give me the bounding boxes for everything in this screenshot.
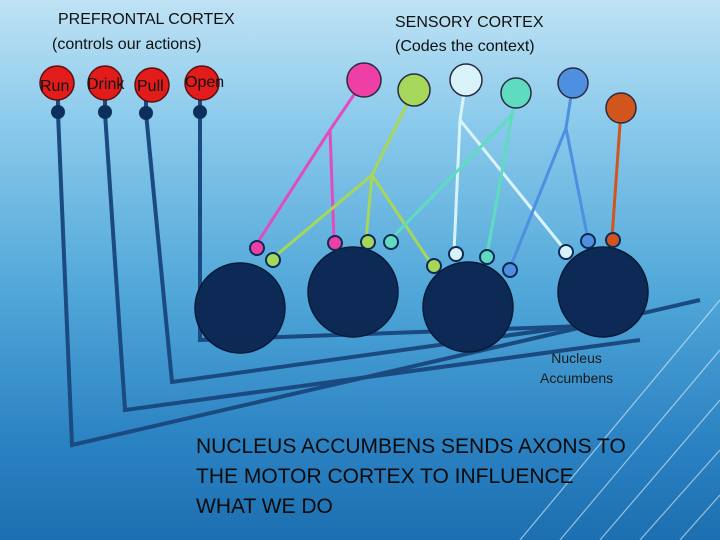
nucleus-neuron-1 [194, 262, 286, 354]
open-neuron [184, 65, 220, 101]
streak-line [679, 494, 720, 540]
axon-drink [103, 112, 641, 413]
axon-green [364, 174, 374, 241]
action-label-pull: Pull [137, 78, 164, 95]
action-label-run: Run [40, 78, 69, 95]
action-neurons [39, 65, 220, 120]
nucleus-accumbens-neurons [194, 246, 649, 354]
nucleus-label-line: Accumbens [540, 370, 614, 386]
pull-soma [139, 106, 153, 120]
caption-line: WHAT WE DO [196, 495, 333, 518]
synapse-pink [249, 240, 265, 256]
action-label-open: Open [185, 74, 224, 91]
sensory-subtitle: (Codes the context) [395, 38, 535, 55]
run-soma [51, 105, 65, 119]
axon-orange [610, 109, 623, 239]
background-streaks [519, 299, 720, 540]
axon-run [56, 112, 701, 448]
drink-neuron [87, 65, 123, 101]
sensory-neuron-lightcyan [449, 63, 483, 97]
synapse-turquoise [383, 234, 399, 250]
nucleus-label-line: Nucleus [551, 350, 602, 366]
synapse-green [360, 234, 376, 250]
synapse-orange [605, 232, 621, 248]
synapse-lightcyan [558, 244, 574, 260]
drink-soma [98, 105, 112, 119]
axon-green [272, 89, 416, 260]
run-neuron [39, 65, 75, 101]
synapses [249, 232, 621, 278]
action-stalks [56, 98, 202, 110]
sensory-axons [254, 79, 623, 269]
synapse-turquoise [479, 249, 495, 265]
sensory-neuron-blue [557, 67, 589, 99]
sensory-neuron-green [397, 73, 431, 107]
axon-green [370, 174, 434, 266]
streak-line [639, 449, 720, 540]
sensory-neurons [346, 62, 637, 124]
action-label-drink: Drink [87, 76, 125, 93]
open-soma [193, 105, 207, 119]
axon-turquoise [485, 114, 514, 256]
streak-line [599, 399, 720, 540]
prefrontal-title: PREFRONTAL CORTEX [58, 11, 235, 28]
sensory-neuron-orange [605, 92, 637, 124]
caption-line: THE MOTOR CORTEX TO INFLUENCE [196, 465, 574, 488]
sensory-title: SENSORY CORTEX [395, 14, 544, 31]
nucleus-neuron-4 [557, 246, 649, 338]
axon-pink [254, 79, 366, 246]
axon-blue [564, 127, 590, 241]
streak-line [559, 349, 720, 540]
nucleus-accumbens-label: Nucleus Accumbens [540, 348, 613, 388]
synapse-green [426, 258, 442, 274]
prefrontal-subtitle: (controls our actions) [52, 36, 202, 53]
axon-pink [328, 129, 336, 241]
synapse-green [265, 252, 281, 268]
streak-line [519, 299, 720, 540]
pull-neuron [134, 67, 170, 103]
sensory-neuron-pink [346, 62, 382, 98]
axon-blue [508, 82, 575, 269]
synapse-blue [580, 233, 596, 249]
caption: NUCLEUS ACCUMBENS SENDS AXONS TO THE MOT… [196, 432, 626, 522]
synapse-pink [327, 235, 343, 251]
synapse-lightcyan [448, 246, 464, 262]
caption-line: NUCLEUS ACCUMBENS SENDS AXONS TO [196, 435, 626, 458]
action-labels: Run Drink Pull Open [40, 74, 224, 95]
axon-lightcyan [458, 119, 567, 251]
sensory-neuron-turquoise [500, 77, 532, 109]
nucleus-neuron-3 [422, 261, 514, 353]
synapse-blue [502, 262, 518, 278]
nucleus-neuron-2 [307, 246, 399, 338]
